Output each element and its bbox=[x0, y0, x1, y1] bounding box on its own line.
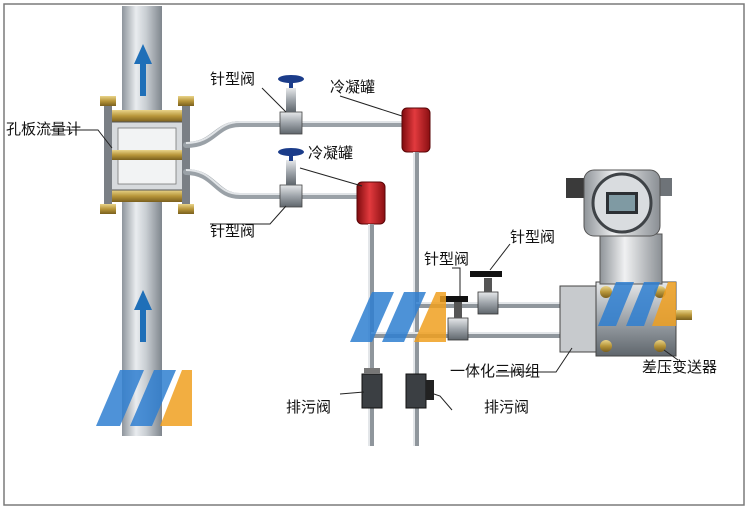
flow-arrow-upper bbox=[134, 44, 152, 96]
label-needle-valve-lower: 针型阀 bbox=[210, 222, 255, 240]
label-condenser-right: 冷凝罐 bbox=[330, 78, 375, 96]
dp-transmitter bbox=[566, 169, 672, 285]
needle-valve-lower bbox=[278, 148, 304, 208]
condenser-right bbox=[401, 107, 431, 153]
label-needle-valve-manifold-right: 针型阀 bbox=[510, 228, 555, 246]
watermark-logo-right bbox=[598, 282, 676, 326]
watermark-logo-left bbox=[96, 370, 192, 426]
drain-valve-left bbox=[361, 368, 383, 409]
impulse-lines-highlight bbox=[185, 121, 408, 195]
label-needle-valve-manifold-left: 针型阀 bbox=[424, 250, 469, 268]
label-drain-valve-left: 排污阀 bbox=[286, 398, 331, 416]
label-needle-valve-top: 针型阀 bbox=[210, 70, 255, 88]
flow-arrow-lower bbox=[134, 290, 152, 342]
manifold-needle-valve-right bbox=[470, 271, 502, 315]
watermark-logo-center bbox=[350, 292, 446, 342]
condenser-left bbox=[356, 181, 386, 225]
impulse-lines-orifice bbox=[183, 121, 411, 199]
label-orifice-flow-meter: 孔板流量计 bbox=[6, 120, 81, 138]
needle-valve-upper bbox=[278, 75, 304, 135]
label-three-valve-manifold: 一体化三阀组 bbox=[450, 362, 540, 380]
label-condenser-left: 冷凝罐 bbox=[308, 144, 353, 162]
label-drain-valve-right: 排污阀 bbox=[484, 398, 529, 416]
leader-lines bbox=[50, 87, 679, 411]
manifold-needle-valve-left bbox=[440, 296, 469, 341]
label-dp-transmitter: 差压变送器 bbox=[642, 358, 717, 376]
drain-valve-right bbox=[405, 373, 434, 409]
orifice-flow-meter bbox=[100, 96, 194, 214]
